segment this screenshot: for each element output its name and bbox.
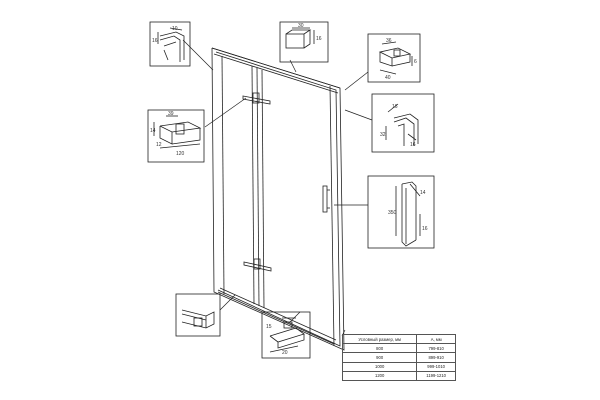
dimension-labels: 10 16 30 16 36 40 6 39 14 12 120 16 32 1… xyxy=(150,23,428,356)
table-cell: 899-910 xyxy=(416,352,456,363)
table-header: А, мм xyxy=(416,333,456,345)
leader-lines xyxy=(182,39,373,337)
dim-text: 120 xyxy=(176,151,185,157)
dim-text: 6 xyxy=(414,59,417,65)
dim-text: 30 xyxy=(298,23,304,29)
dim-text: 16 xyxy=(410,142,416,148)
table-row: 900 899-910 xyxy=(341,352,456,363)
size-table: Условный размер, мм А, мм 800 799-810 90… xyxy=(341,333,456,381)
table-cell: 999-1010 xyxy=(416,361,456,372)
table-cell: 1199-1210 xyxy=(416,370,456,381)
dim-text: 32 xyxy=(380,132,386,138)
dim-text: 20 xyxy=(282,350,288,356)
table-cell: 900 xyxy=(341,352,418,363)
detail-top-right-bracket xyxy=(367,33,421,83)
dim-text: 350 xyxy=(388,210,397,216)
table-header: Условный размер, мм xyxy=(341,333,418,345)
table-row: 1000 999-1010 xyxy=(341,361,456,372)
detail-left-hinge xyxy=(147,109,205,163)
upper-hinge xyxy=(242,92,271,105)
dim-text: 12 xyxy=(156,142,162,148)
dim-text: 10 xyxy=(172,26,178,32)
dim-text: 16 xyxy=(152,38,158,44)
dim-text: 16 xyxy=(422,226,428,232)
detail-bottom-left-profile xyxy=(175,293,221,337)
table-header-row: Условный размер, мм А, мм xyxy=(341,333,456,345)
dim-text: 14 xyxy=(150,128,156,134)
detail-top-left-corner xyxy=(149,21,191,67)
table-cell: 800 xyxy=(341,343,418,354)
dim-text: 15 xyxy=(266,324,272,330)
dim-text: 40 xyxy=(385,75,391,81)
lower-hinge xyxy=(243,258,272,272)
table-row: 1200 1199-1210 xyxy=(341,370,456,381)
dim-text: 16 xyxy=(392,104,398,110)
dim-text: 39 xyxy=(168,111,174,117)
table-cell: 1200 xyxy=(341,370,418,381)
detail-bottom-threshold xyxy=(261,311,311,359)
table-cell: 1000 xyxy=(341,361,418,372)
table-cell: 799-810 xyxy=(416,343,456,354)
dim-text: 14 xyxy=(420,190,426,196)
door-frame xyxy=(211,47,345,351)
dim-text: 16 xyxy=(316,36,322,42)
door-handle xyxy=(322,185,330,213)
detail-handle xyxy=(367,175,435,249)
dim-text: 36 xyxy=(386,38,392,44)
detail-top-profile xyxy=(279,21,329,63)
table-row: 800 799-810 xyxy=(341,343,456,354)
detail-right-profile xyxy=(371,93,435,153)
